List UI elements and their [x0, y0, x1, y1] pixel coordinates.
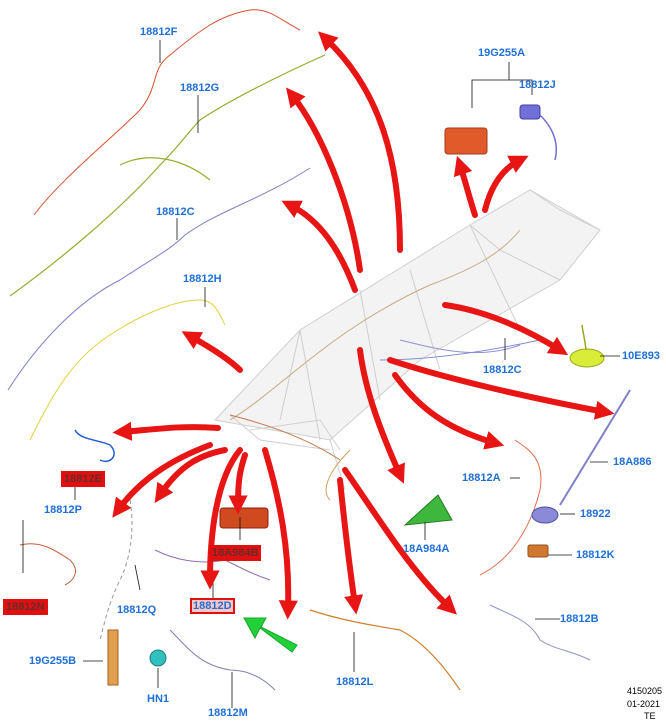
- harness-18812M: [169, 629, 276, 691]
- label-18812M: 18812M: [208, 707, 248, 719]
- label-18812E: 18812E: [61, 471, 105, 487]
- label-18A984A: 18A984A: [403, 543, 450, 555]
- highlight-arrow: [243, 617, 298, 653]
- label-18922: 18922: [580, 508, 611, 520]
- label-18A984B: 18A984B: [209, 545, 262, 561]
- harness-18812F: [33, 9, 301, 216]
- antenna-10E893: [569, 324, 605, 368]
- callout-arrows: [112, 31, 615, 620]
- horn-HN1: [149, 649, 167, 667]
- label-19G255A: 19G255A: [478, 47, 526, 59]
- harness-18812B: [489, 604, 591, 661]
- label-19G255B: 19G255B: [29, 655, 77, 667]
- harness-18812L: [309, 609, 461, 691]
- label-18812J: 18812J: [519, 79, 556, 91]
- harness-18812A: [479, 439, 542, 576]
- label-18812C-right: 18812C: [483, 364, 522, 376]
- label-18A886: 18A886: [613, 456, 652, 468]
- harness-18812Q: [99, 499, 133, 641]
- label-18812P: 18812P: [44, 504, 82, 516]
- label-HN1: HN1: [147, 693, 170, 705]
- base-18922: [531, 506, 559, 524]
- antenna-18A984A: [403, 494, 453, 526]
- sensor-18812J: [519, 104, 557, 161]
- harness-18812E: [74, 429, 115, 462]
- harness-18812H: [29, 299, 226, 441]
- label-18812G: 18812G: [180, 82, 220, 94]
- module-19G255A: [444, 127, 488, 155]
- label-10E893: 10E893: [622, 350, 660, 362]
- label-18812L: 18812L: [336, 676, 374, 688]
- label-18812N: 18812N: [3, 599, 48, 615]
- harness-18812G: [9, 54, 326, 297]
- vehicle-body-outline: [213, 189, 601, 491]
- footer-suffix: TE: [644, 711, 656, 721]
- harness-18812C-top: [7, 167, 311, 391]
- label-18812F: 18812F: [140, 26, 178, 38]
- label-18812H: 18812H: [183, 273, 222, 285]
- label-18812C-top: 18812C: [156, 206, 195, 218]
- connector-18812K: [527, 544, 549, 558]
- harness-18812N: [19, 543, 76, 586]
- label-18812K: 18812K: [576, 549, 615, 561]
- bracket-19G255B: [107, 629, 119, 686]
- footer-code: 4150205: [627, 686, 663, 696]
- label-18812Q: 18812Q: [117, 604, 157, 616]
- module-18A984B: [219, 507, 269, 529]
- label-18812B: 18812B: [560, 613, 599, 625]
- label-18812A: 18812A: [462, 472, 501, 484]
- footer-date: 01-2021: [627, 699, 661, 709]
- label-18812D: 18812D: [190, 598, 235, 614]
- antenna-mast-18A886: [559, 389, 631, 506]
- installed-harnesses: [229, 229, 521, 501]
